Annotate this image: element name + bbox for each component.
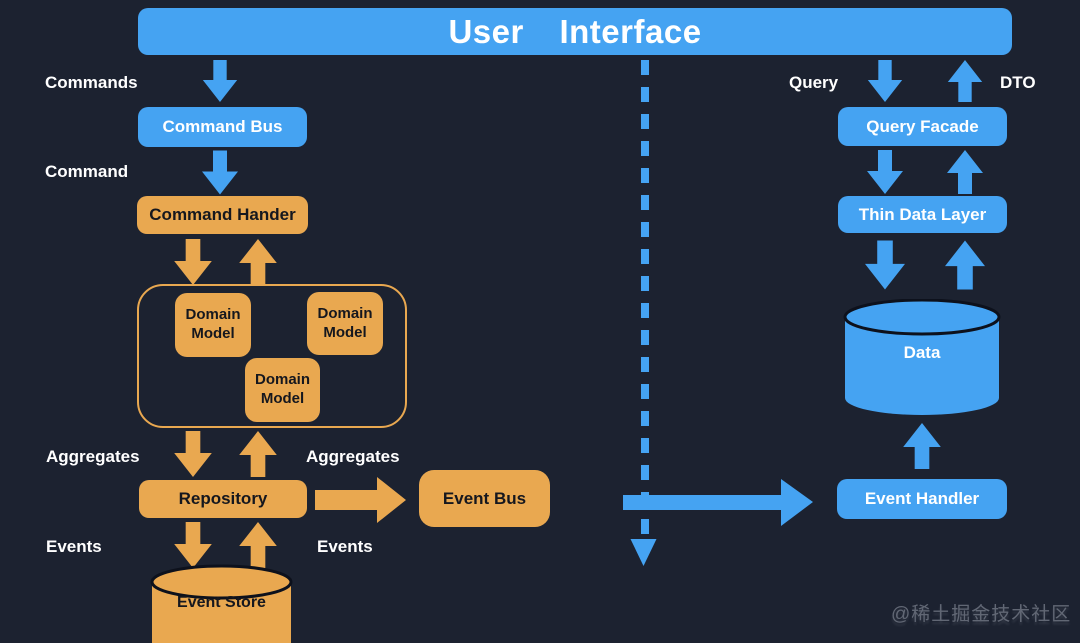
query-label: Query (789, 73, 839, 92)
domain-model-node: Domain Model (245, 358, 320, 422)
data-label: Data (903, 343, 941, 362)
command-handler-node: Command Hander (137, 196, 308, 234)
data-database: Data (843, 299, 1001, 418)
events-label-right: Events (317, 537, 373, 556)
query-facade-to-ui-arrow (947, 60, 983, 102)
query-facade-node: Query Facade (838, 107, 1007, 146)
divider-arrowhead-icon (630, 539, 657, 566)
thin-data-layer-to-data-arrow (865, 240, 905, 290)
query-facade-to-thin-data-layer-arrow (867, 150, 903, 194)
command-query-divider-dashed-line (641, 60, 649, 535)
aggregates-label-left: Aggregates (46, 447, 140, 466)
event-handler-to-data-arrow (903, 423, 941, 469)
domain-model-node: Domain Model (175, 293, 251, 357)
command-bus-to-handler-arrow (202, 150, 238, 195)
repository-node: Repository (139, 480, 307, 518)
ui-to-query-facade-arrow (867, 60, 903, 102)
events-label-left: Events (46, 537, 102, 556)
command-label: Command (45, 162, 129, 181)
event-store-to-repository-arrow (239, 522, 277, 568)
domain-model-node: Domain Model (307, 292, 383, 355)
thin-data-layer-node: Thin Data Layer (838, 196, 1007, 233)
aggregates-container (137, 284, 407, 428)
watermark: @稀土掘金技术社区 (891, 604, 1072, 625)
aggregates-label-right: Aggregates (306, 447, 400, 466)
thin-data-layer-to-query-facade-arrow (947, 150, 983, 194)
event-bus-node: Event Bus (419, 470, 550, 527)
dto-label: DTO (1000, 73, 1036, 92)
command-bus-node: Command Bus (138, 107, 307, 147)
event-store-label: Event Store (177, 594, 266, 611)
event-handler-node: Event Handler (837, 479, 1007, 519)
repository-to-event-bus-arrow (315, 477, 406, 523)
repository-to-event-store-arrow (174, 522, 212, 568)
aggregates-to-handler-arrow (239, 239, 277, 285)
handler-to-aggregates-arrow (174, 239, 212, 285)
event-store-database: Event Store (150, 564, 293, 643)
aggregates-to-repository-arrow (174, 431, 212, 477)
user-interface-banner: User Interface (138, 8, 1012, 55)
event-bus-to-event-handler-arrow (623, 479, 813, 526)
commands-label: Commands (45, 73, 138, 92)
repository-to-aggregates-arrow (239, 431, 277, 477)
ui-to-command-bus-arrow (202, 60, 238, 102)
data-to-thin-data-layer-arrow (945, 240, 985, 290)
